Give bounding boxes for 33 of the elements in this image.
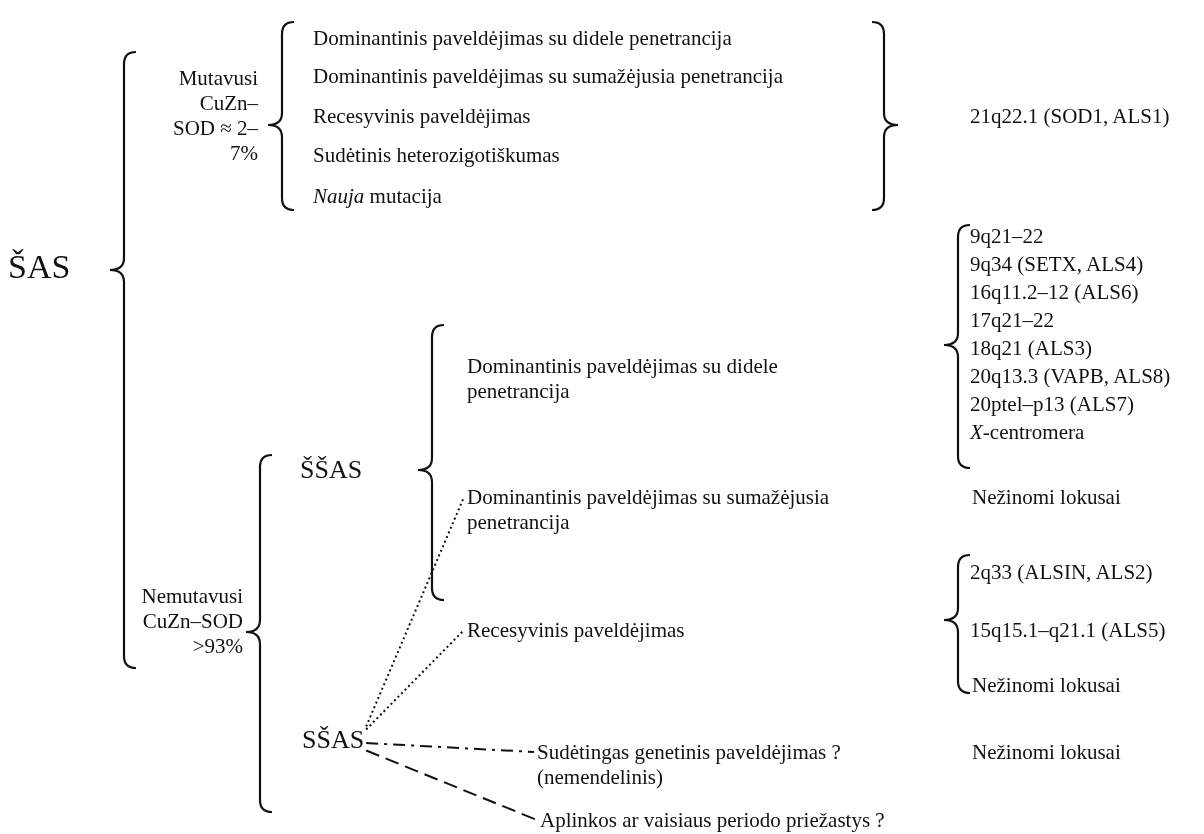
locus-label: 2q33 (ALSIN, ALS2)	[970, 560, 1153, 585]
inheritance-label: Nauja mutacija	[313, 184, 442, 209]
locus-label: X-centromera	[970, 420, 1085, 445]
locus-label: 20ptel–p13 (ALS7)	[970, 392, 1134, 417]
locus-label: 16q11.2–12 (ALS6)	[970, 280, 1139, 305]
locus-label: 18q21 (ALS3)	[970, 336, 1092, 361]
locus-label: Nežinomi lokusai	[972, 673, 1121, 698]
category-label: SŠAS	[302, 725, 365, 755]
locus-label: 15q15.1–q21.1 (ALS5)	[970, 618, 1166, 643]
locus-label: 20q13.3 (VAPB, ALS8)	[970, 364, 1171, 389]
connector-line	[365, 496, 465, 728]
inheritance-label: Dominantinis paveldėjimas su didele penetrancija	[467, 354, 779, 404]
locus-label: 21q22.1 (SOD1, ALS1)	[970, 104, 1170, 129]
inheritance-label: Recesyvinis paveldėjimas	[467, 618, 685, 643]
locus-label: Nežinomi lokusai	[972, 740, 1121, 765]
inheritance-label: Sudėtinis heterozigotiškumas	[313, 143, 560, 168]
inheritance-label: Dominantinis paveldėjimas su sumažėjusia penetrancija	[467, 485, 847, 535]
category-label: Mutavusi CuZn–SOD ≈ 2–7%	[171, 66, 258, 166]
connector-line	[365, 742, 535, 753]
inheritance-label: Sudėtingas genetinis paveldėjimas ? (nemendelinis)	[537, 740, 867, 790]
inheritance-label: Recesyvinis paveldėjimas	[313, 104, 531, 129]
locus-label: 17q21–22	[970, 308, 1054, 333]
category-label: Nemutavusi CuZn–SOD >93%	[140, 584, 243, 659]
locus-label: 9q34 (SETX, ALS4)	[970, 252, 1144, 277]
category-label: ŠŠAS	[300, 455, 363, 485]
connector-line	[365, 749, 538, 821]
inheritance-label: Dominantinis paveldėjimas su sumažėjusia penetrancija	[313, 64, 784, 89]
locus-label: Nežinomi lokusai	[972, 485, 1121, 510]
inheritance-label: Dominantinis paveldėjimas su didele penetrancija	[313, 26, 732, 51]
category-label: ŠAS	[8, 248, 71, 286]
inheritance-label: Aplinkos ar vaisiaus periodo priežastys ?	[540, 808, 885, 833]
locus-label: 9q21–22	[970, 224, 1044, 249]
connector-line	[365, 629, 465, 731]
